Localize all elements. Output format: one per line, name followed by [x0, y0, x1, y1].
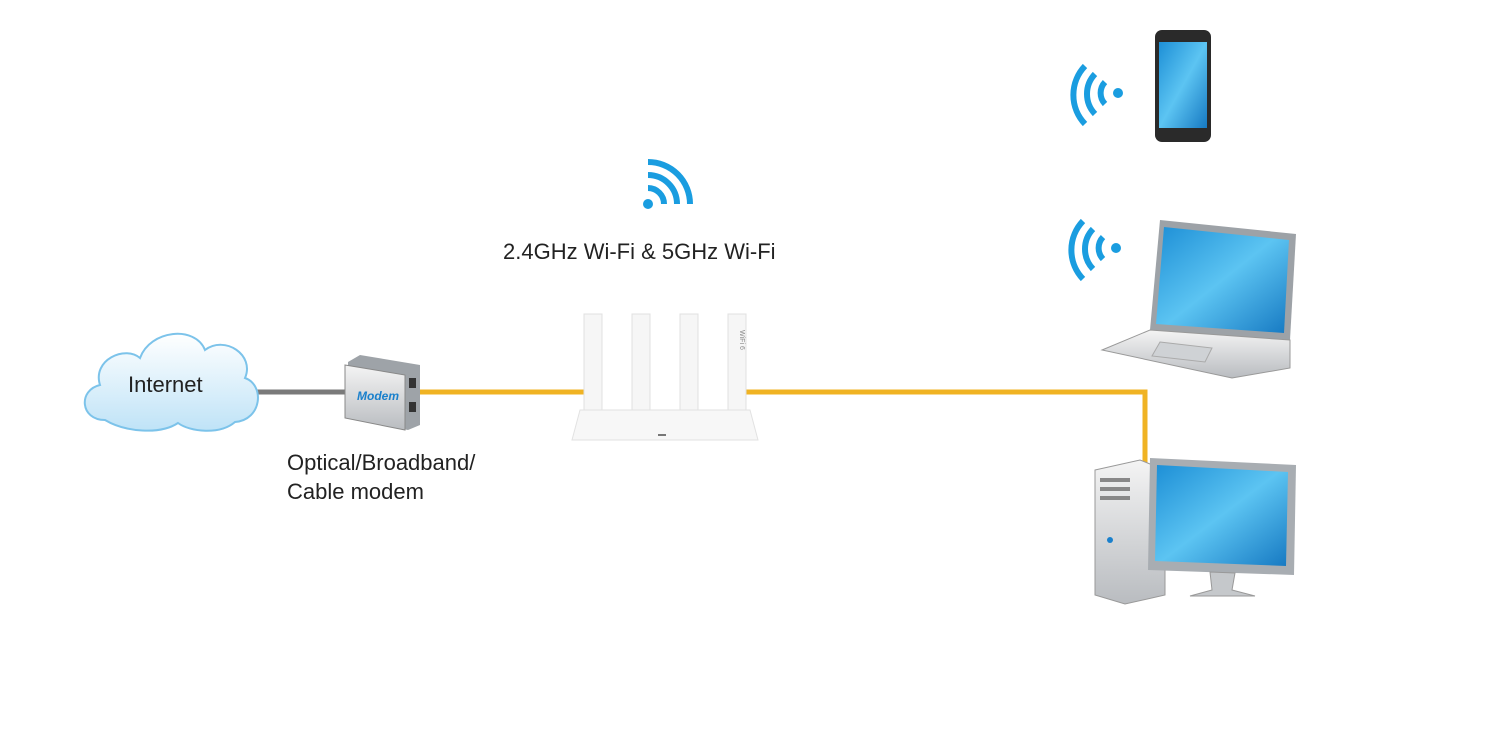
- laptop-icon: [1100, 220, 1296, 379]
- wifi-icon: [643, 159, 693, 209]
- modem-caption: Optical/Broadband/ Cable modem: [287, 448, 475, 506]
- modem-caption-line1: Optical/Broadband/: [287, 450, 476, 475]
- modem-device-label: Modem: [357, 389, 399, 403]
- smartphone-icon: [1155, 30, 1211, 142]
- router-icon: WiFi 6: [571, 313, 759, 441]
- modem-caption-line2: Cable modem: [287, 479, 424, 504]
- desktop-computer-icon: [1094, 458, 1296, 605]
- wifi-icon: [1068, 218, 1121, 282]
- router-computer-cable: [745, 389, 1148, 470]
- wifi-caption: 2.4GHz Wi-Fi & 5GHz Wi-Fi: [503, 239, 776, 264]
- internet-label: Internet: [128, 372, 203, 397]
- wifi-icon: [1070, 63, 1123, 127]
- cloud-icon: [83, 332, 259, 432]
- router-antenna-text: WiFi 6: [738, 330, 745, 350]
- modem-icon: Modem: [344, 355, 420, 431]
